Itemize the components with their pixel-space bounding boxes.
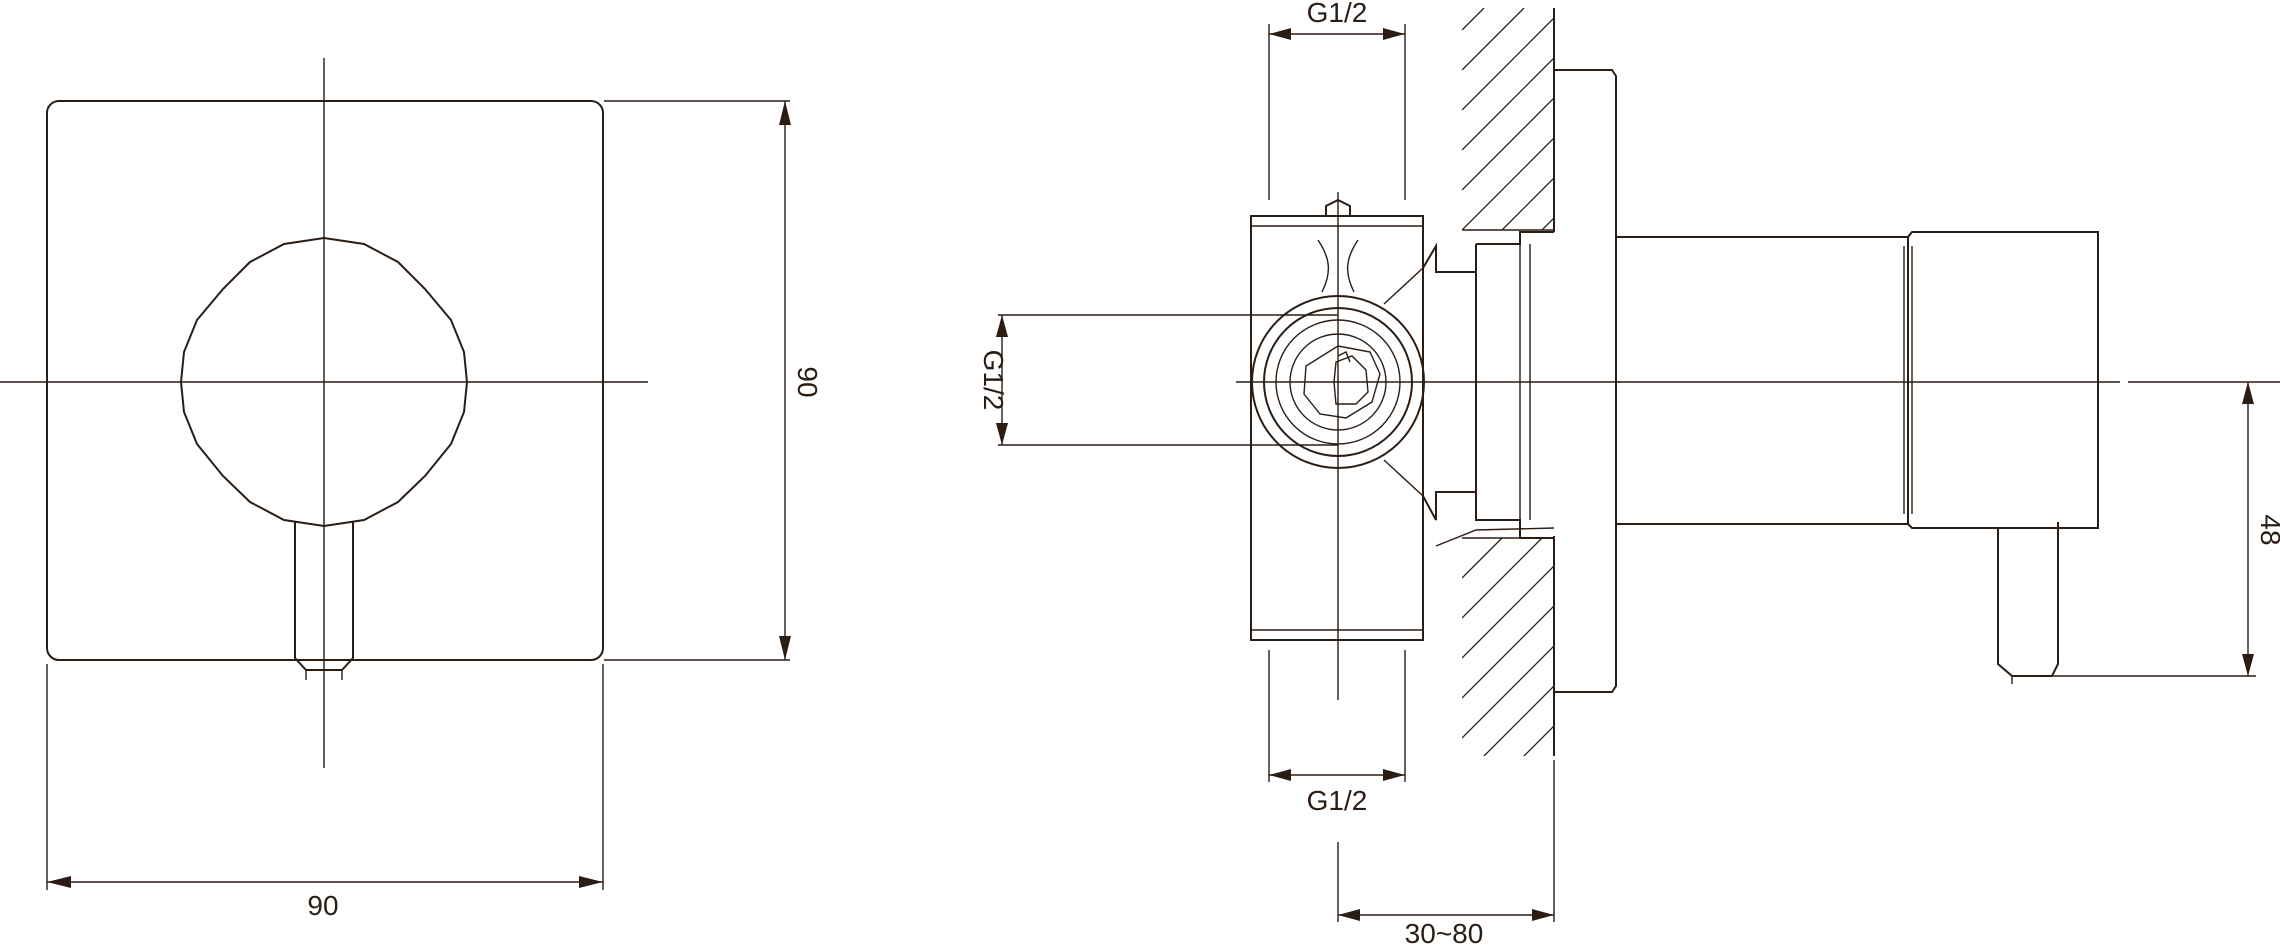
dimension-handle-drop-label: 48: [2255, 514, 2280, 545]
mounting-sleeve: [1435, 231, 1555, 547]
dimension-side-port-label: G1/2: [978, 350, 1009, 411]
front-view: 90 90: [0, 58, 823, 921]
side-port: [1251, 295, 1425, 469]
dimension-depth-range-label: 30~80: [1405, 918, 1484, 948]
spindle-housing: [1615, 231, 2099, 529]
dimension-width-label: 90: [307, 890, 338, 921]
side-handle-lever: [1997, 522, 2059, 677]
dimension-top-inlet-label: G1/2: [1307, 0, 1368, 28]
front-handle-lever: [294, 522, 354, 671]
valve-body: [1250, 198, 1476, 641]
knob-outline: [179, 236, 469, 528]
wall-section-top: [1462, 8, 1555, 232]
dimension-handle-drop: 48: [2242, 382, 2280, 676]
dimension-height-label: 90: [792, 366, 823, 397]
dimension-side-port: G1/2: [978, 315, 1009, 445]
wall-section-bottom: [1462, 536, 1555, 756]
dimension-depth-range: 30~80: [1338, 909, 1554, 948]
dimension-top-inlet: G1/2: [1269, 0, 1405, 40]
dimension-width: 90: [47, 876, 603, 921]
cover-plate-profile: [1554, 69, 1617, 693]
dimension-bottom-outlet: G1/2: [1269, 769, 1405, 816]
dimension-bottom-outlet-label: G1/2: [1307, 785, 1368, 816]
cover-plate: [46, 100, 604, 661]
side-view: G1/2 G1/2 G1/2: [978, 0, 2280, 948]
dimension-height: 90: [779, 101, 823, 660]
